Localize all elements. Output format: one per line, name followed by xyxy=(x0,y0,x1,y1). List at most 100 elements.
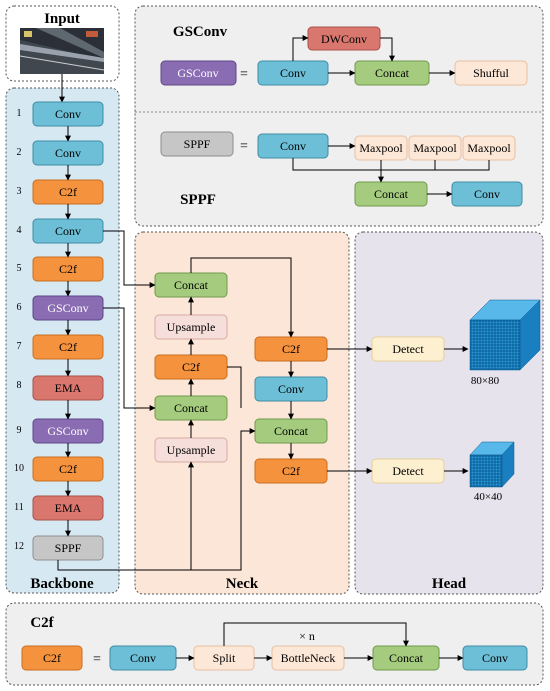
backbone-block-11: EMA xyxy=(32,495,104,521)
sppf-arrows xyxy=(292,143,490,197)
gsconv-conv-block: Conv xyxy=(257,60,329,86)
c2f-bottleneck-block: BottleNeck xyxy=(271,645,345,671)
sppf-input-block: SPPF xyxy=(160,131,234,157)
layer-number: 9 xyxy=(17,425,22,436)
sppf-maxpool-2: Maxpool xyxy=(408,135,462,161)
head-detect-bottom-label: Detect xyxy=(392,464,424,478)
c2f-conv-label: Conv xyxy=(130,651,156,665)
backbone-block-label: C2f xyxy=(59,185,77,199)
backbone-block-label: C2f xyxy=(59,262,77,276)
neck-arrows xyxy=(57,230,294,571)
backbone-block-label: GSConv xyxy=(47,301,88,315)
sppf-conv-block: Conv xyxy=(257,133,329,159)
sppf-equals: = xyxy=(240,139,248,154)
backbone-block-5: C2f xyxy=(32,256,104,282)
layer-number: 11 xyxy=(14,502,24,513)
c2f-split-block: Split xyxy=(193,645,255,671)
c2f-input-label: C2f xyxy=(43,651,61,665)
sppf-conv-out-label: Conv xyxy=(474,187,500,201)
sppf-maxpool-3: Maxpool xyxy=(462,135,516,161)
backbone-block-label: C2f xyxy=(59,340,77,354)
neck-upsample-top-label: Upsample xyxy=(167,320,216,334)
neck-c2f-right-bottom: C2f xyxy=(254,458,328,484)
input-image xyxy=(19,28,105,74)
sppf-conv-out-block: Conv xyxy=(451,181,523,207)
neck-concat-right-label: Concat xyxy=(274,424,309,438)
head-panel xyxy=(354,231,544,595)
c2f-title: C2f xyxy=(30,615,54,631)
neck-concat-mid: Concat xyxy=(154,395,228,421)
sppf-maxpool-1: Maxpool xyxy=(354,135,408,161)
backbone-block-4: Conv xyxy=(32,218,104,244)
backbone-block-10: C2f xyxy=(32,456,104,482)
feature-map-40-icon xyxy=(469,441,515,488)
gsconv-equals: = xyxy=(240,67,248,82)
neck-c2f-right-top: C2f xyxy=(254,336,328,362)
c2f-bottleneck-label: BottleNeck xyxy=(281,651,336,665)
backbone-block-1: Conv xyxy=(32,101,104,127)
backbone-block-label: C2f xyxy=(59,462,77,476)
neck-c2f-mid: C2f xyxy=(154,354,228,380)
c2f-input-block: C2f xyxy=(21,645,83,671)
head-detect-bottom: Detect xyxy=(371,458,445,484)
gsconv-title: GSConv xyxy=(173,24,228,40)
gsconv-shuffle-block: Shufful xyxy=(454,60,528,86)
neck-concat-mid-label: Concat xyxy=(174,401,209,415)
backbone-block-label: SPPF xyxy=(55,541,82,555)
input-title: Input xyxy=(44,11,80,27)
neck-upsample-bottom: Upsample xyxy=(154,437,228,463)
c2f-conv-block: Conv xyxy=(109,645,177,671)
neck-concat-top: Concat xyxy=(154,272,228,298)
feature-size-bottom: 40×40 xyxy=(474,491,503,503)
backbone-title: Backbone xyxy=(30,576,94,592)
backbone-block-label: EMA xyxy=(55,381,82,395)
neck-upsample-bottom-label: Upsample xyxy=(167,443,216,457)
backbone-block-9: GSConv xyxy=(32,418,104,444)
neck-upsample-top: Upsample xyxy=(154,314,228,340)
head-detect-top: Detect xyxy=(371,336,445,362)
gsconv-conv-label: Conv xyxy=(280,66,306,80)
sppf-conv-label: Conv xyxy=(280,139,306,153)
backbone-block-7: C2f xyxy=(32,334,104,360)
backbone-block-label: GSConv xyxy=(47,424,88,438)
feature-map-80-icon xyxy=(469,299,541,371)
layer-number: 7 xyxy=(17,341,22,352)
neck-conv-right-label: Conv xyxy=(278,382,304,396)
layer-number: 5 xyxy=(17,263,22,274)
c2f-arrows xyxy=(176,622,464,661)
neck-c2f-right-bottom-label: C2f xyxy=(282,464,300,478)
backbone-numbers: 1 2 3 4 5 6 7 8 9 10 11 12 xyxy=(14,108,24,552)
backbone-block-2: Conv xyxy=(32,140,104,166)
sppf-concat-label: Concat xyxy=(374,187,409,201)
backbone-block-3: C2f xyxy=(32,179,104,205)
backbone-block-8: EMA xyxy=(32,375,104,401)
gsconv-input-block: GSConv xyxy=(160,60,237,86)
neck-concat-right: Concat xyxy=(254,418,328,444)
sppf-concat-block: Concat xyxy=(354,181,428,207)
neck-conv-right: Conv xyxy=(254,376,328,402)
neck-c2f-mid-label: C2f xyxy=(182,360,200,374)
layer-number: 1 xyxy=(17,108,22,119)
layer-number: 12 xyxy=(14,541,24,552)
layer-number: 4 xyxy=(17,225,22,236)
gsconv-concat-label: Concat xyxy=(375,66,410,80)
backbone-block-12: SPPF xyxy=(32,535,104,561)
layer-number: 10 xyxy=(14,463,24,474)
sppf-title: SPPF xyxy=(180,192,216,208)
gsconv-panel xyxy=(134,5,544,227)
head-arrows xyxy=(327,346,469,474)
backbone-block-label: EMA xyxy=(55,501,82,515)
backbone-block-label: Conv xyxy=(55,146,81,160)
gsconv-arrows xyxy=(292,35,456,76)
layer-number: 2 xyxy=(17,147,22,158)
c2f-conv-out-label: Conv xyxy=(482,651,508,665)
c2f-repeat-label: × n xyxy=(299,629,315,643)
c2f-split-label: Split xyxy=(213,651,236,665)
layer-number: 3 xyxy=(17,186,22,197)
layer-number: 6 xyxy=(17,302,22,313)
head-detect-top-label: Detect xyxy=(392,342,424,356)
gsconv-concat-block: Concat xyxy=(354,60,430,86)
c2f-equals: = xyxy=(93,652,101,667)
neck-title: Neck xyxy=(226,576,259,592)
